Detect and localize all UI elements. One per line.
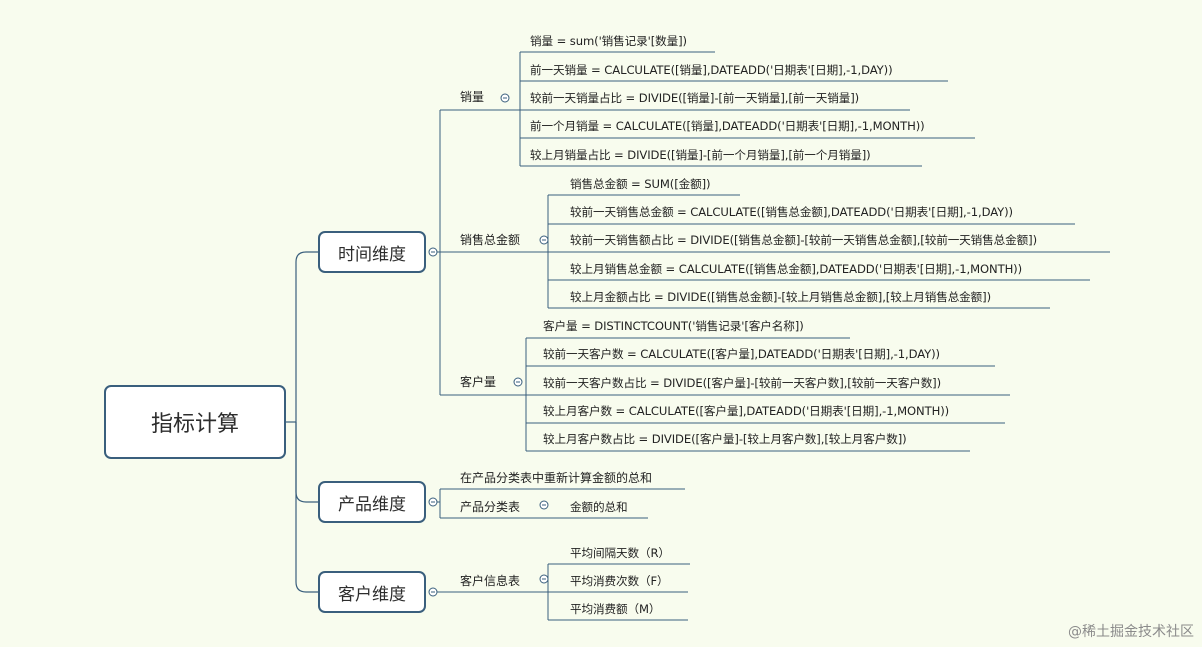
- root-to-product: [295, 422, 318, 503]
- group-label-customer-count[interactable]: 客户量: [460, 375, 497, 389]
- category-product-label: 产品维度: [338, 494, 406, 515]
- leaf-prev-day-customers-ratio: 较前一天客户数占比 = DIVIDE([客户量]-[较前一天客户数],[较前一天…: [543, 376, 942, 390]
- group-label-customer-table[interactable]: 客户信息表: [460, 574, 521, 588]
- watermark: @稀土掘金技术社区: [1068, 624, 1194, 640]
- leaf-prev-day-customers: 较前一天客户数 = CALCULATE([客户量],DATEADD('日期表'[…: [543, 347, 940, 361]
- group-label-product-table[interactable]: 产品分类表: [460, 500, 521, 514]
- category-customer[interactable]: 客户维度: [318, 571, 426, 613]
- root-node[interactable]: 指标计算: [104, 385, 286, 459]
- leaf-amount-total: 金额的总和: [570, 500, 628, 514]
- leaf-prev-day-volume: 前一天销量 = CALCULATE([销量],DATEADD('日期表'[日期]…: [530, 63, 893, 77]
- group-label-sales-volume[interactable]: 销量: [460, 90, 485, 104]
- leaf-prev-month-amount: 较上月销售总金额 = CALCULATE([销售总金额],DATEADD('日期…: [570, 262, 1023, 276]
- root-label: 指标计算: [150, 412, 239, 437]
- leaf-prev-day-amount: 较前一天销售总金额 = CALCULATE([销售总金额],DATEADD('日…: [570, 205, 1013, 219]
- leaf-customer-count: 客户量 = DISTINCTCOUNT('销售记录'[客户名称]): [543, 319, 804, 333]
- leaf-avg-purchase-count: 平均消费次数（F）: [570, 574, 669, 588]
- category-product[interactable]: 产品维度: [318, 481, 426, 523]
- leaf-sales-amount: 销售总金额 = SUM([金额]): [570, 177, 711, 191]
- leaf-avg-spend: 平均消费额（M）: [570, 602, 661, 616]
- category-time-label: 时间维度: [338, 244, 406, 265]
- leaf-prev-month-amount-ratio: 较上月金额占比 = DIVIDE([销售总金额]-[较上月销售总金额],[较上月…: [570, 290, 992, 304]
- root-to-customer: [295, 422, 318, 593]
- leaf-avg-interval-days: 平均间隔天数（R）: [570, 546, 670, 560]
- category-customer-label: 客户维度: [338, 584, 406, 605]
- root-to-time: [295, 251, 318, 422]
- category-time[interactable]: 时间维度: [318, 231, 426, 273]
- leaf-prev-day-amount-ratio: 较前一天销售额占比 = DIVIDE([销售总金额]-[较前一天销售总金额],[…: [570, 233, 1037, 247]
- leaf-prev-day-volume-ratio: 较前一天销量占比 = DIVIDE([销量]-[前一天销量],[前一天销量]): [530, 91, 860, 105]
- leaf-prev-month-volume-ratio: 较上月销量占比 = DIVIDE([销量]-[前一个月销量],[前一个月销量]): [530, 148, 871, 162]
- leaf-sales-volume: 销量 = sum('销售记录'[数量]): [530, 34, 687, 48]
- leaf-prev-month-customers-ratio: 较上月客户数占比 = DIVIDE([客户量]-[较上月客户数],[较上月客户数…: [543, 432, 907, 446]
- leaf-prev-month-volume: 前一个月销量 = CALCULATE([销量],DATEADD('日期表'[日期…: [530, 119, 925, 133]
- group-label-sales-amount[interactable]: 销售总金额: [460, 233, 521, 247]
- product-note: 在产品分类表中重新计算金额的总和: [460, 471, 653, 485]
- leaf-prev-month-customers: 较上月客户数 = CALCULATE([客户量],DATEADD('日期表'[日…: [543, 404, 950, 418]
